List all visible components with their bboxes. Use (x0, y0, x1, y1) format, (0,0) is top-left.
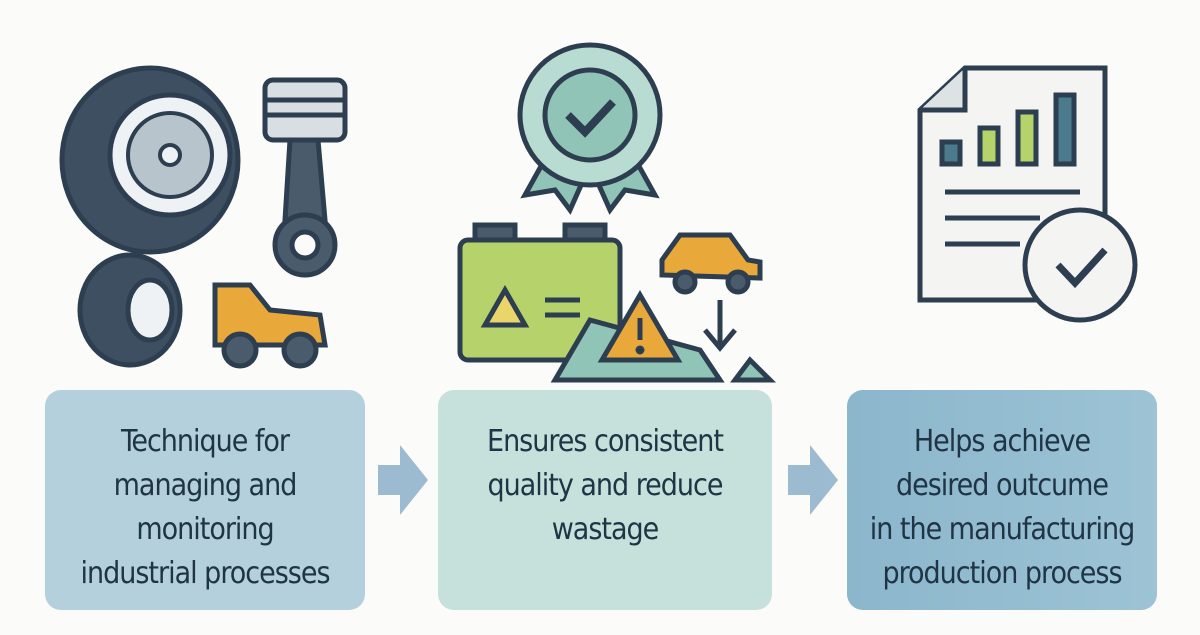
step-text: Helps achieve desired outcume in the man… (869, 424, 1135, 591)
quality-badge-icon (517, 42, 663, 215)
arrow-right-icon (378, 445, 428, 515)
piston-icon (262, 77, 348, 278)
step-text: Technique for managing and monitoring in… (80, 424, 330, 591)
warning-icon (550, 290, 777, 383)
truck-icon (212, 282, 328, 369)
car-icon (659, 232, 763, 295)
tire-icon (59, 65, 241, 255)
battery-warning-icon (457, 222, 623, 363)
step-box-outcome: Helps achieve desired outcume in the man… (847, 390, 1157, 610)
tire-icon (77, 252, 183, 368)
step-box-quality: Ensures consistent quality and reduce wa… (438, 390, 772, 610)
step-box-technique: Technique for managing and monitoring in… (45, 390, 365, 610)
illustrations (59, 42, 1138, 383)
arrow-right-icon (788, 445, 838, 515)
checkmark-icon (1022, 207, 1138, 323)
step-text: Ensures consistent quality and reduce wa… (487, 424, 724, 547)
